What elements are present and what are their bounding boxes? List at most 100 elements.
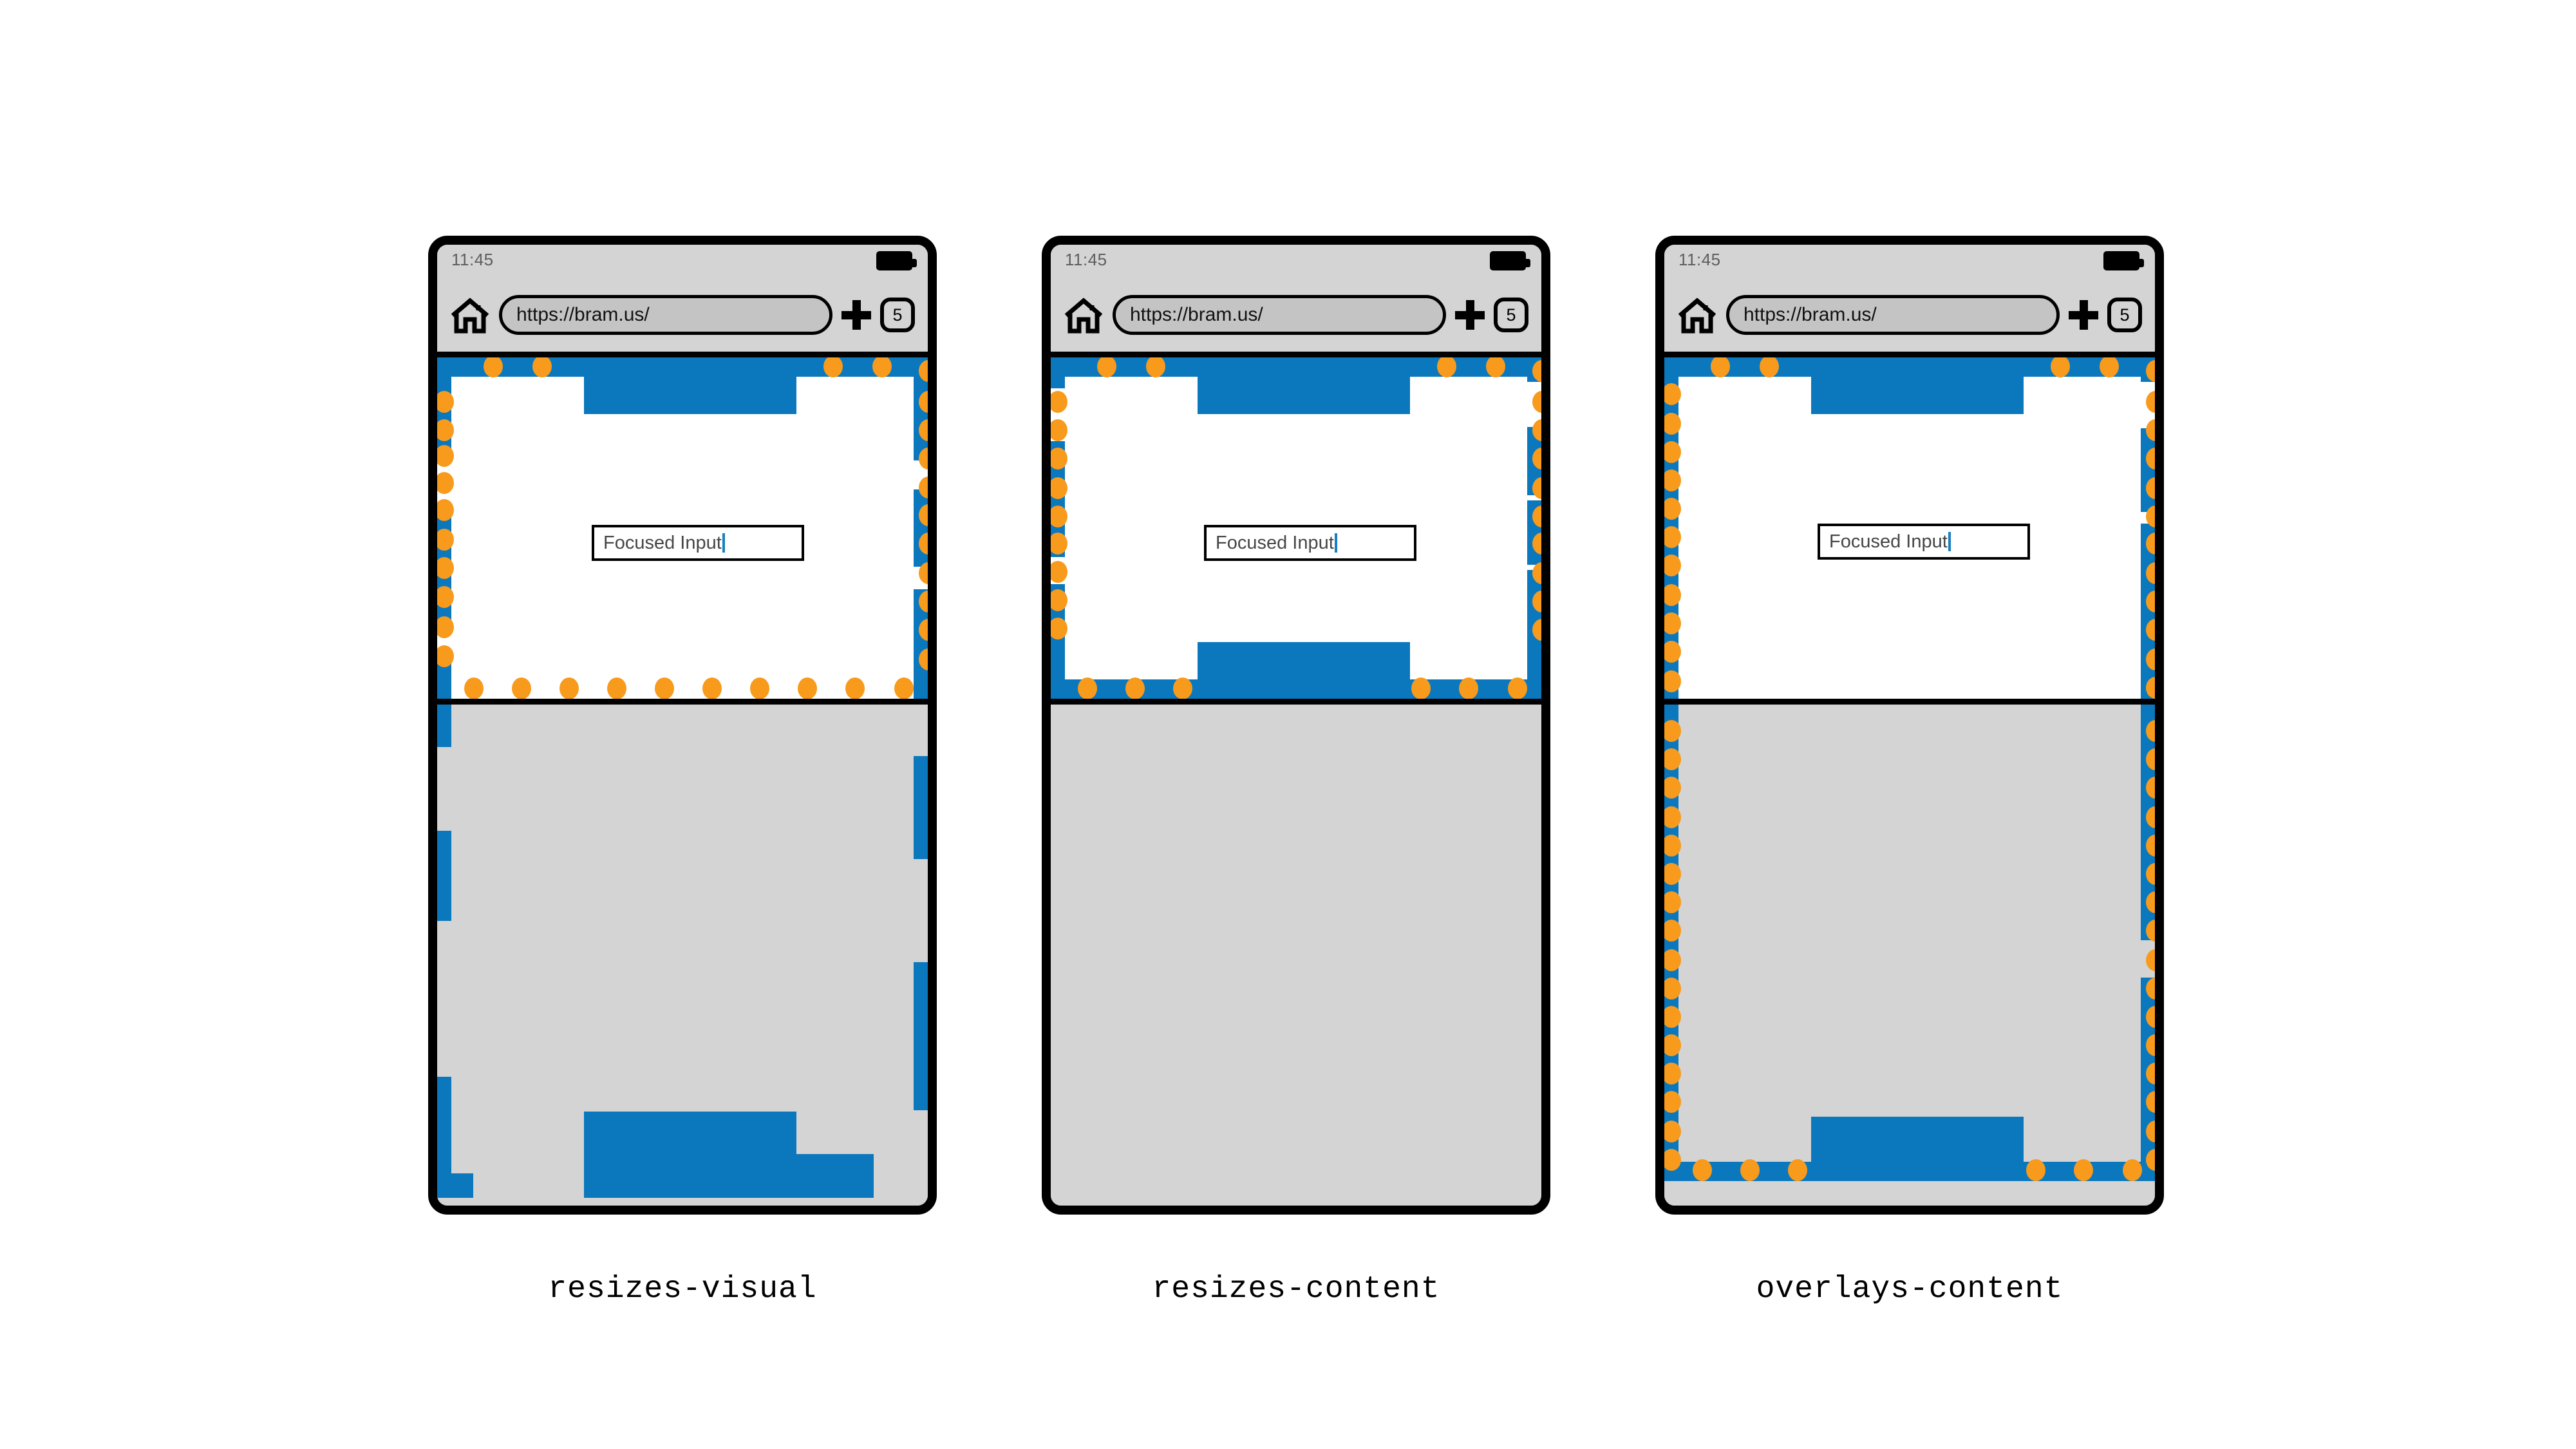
status-bar: 11:45 bbox=[1051, 245, 1541, 278]
page-border-dot bbox=[1664, 1091, 1681, 1113]
page-border-dot bbox=[464, 677, 484, 699]
page-footer-block bbox=[1811, 1117, 2024, 1181]
plus-icon[interactable] bbox=[2069, 300, 2098, 330]
page-border-dot bbox=[1664, 720, 1681, 742]
page-border-dot bbox=[1411, 677, 1431, 699]
page-border-dot bbox=[1760, 357, 1779, 377]
caption-overlays-content: overlays-content bbox=[1756, 1272, 2064, 1307]
page-border-dot bbox=[1078, 677, 1097, 699]
page-border-dot bbox=[1664, 748, 1681, 770]
page-border-dot bbox=[919, 619, 928, 641]
page-border-dot bbox=[919, 419, 928, 441]
url-bar[interactable]: https://bram.us/ bbox=[1726, 295, 2060, 335]
page-border-dot bbox=[919, 533, 928, 554]
page-border-left-under-keyboard bbox=[437, 831, 451, 921]
page-border-dot bbox=[1051, 561, 1067, 583]
page-border-dot bbox=[1051, 589, 1067, 611]
page-border-dot bbox=[919, 391, 928, 413]
page-border-left-under-keyboard bbox=[437, 1173, 473, 1198]
tab-count-button[interactable]: 5 bbox=[1494, 298, 1528, 332]
page-border-dot bbox=[1664, 554, 1681, 576]
browser-chrome: 11:45 https://bram.us/ 5 bbox=[437, 245, 928, 357]
page-border-dot bbox=[1532, 360, 1541, 382]
page-border-dot bbox=[437, 472, 454, 494]
page-border-dot bbox=[1664, 835, 1681, 857]
tab-count-button[interactable]: 5 bbox=[880, 298, 915, 332]
page-border-dot bbox=[1051, 448, 1067, 469]
browser-toolbar: https://bram.us/ 5 bbox=[437, 278, 928, 352]
page-border-dot bbox=[2146, 419, 2155, 441]
virtual-keyboard[interactable] bbox=[1051, 705, 1541, 1206]
home-icon[interactable] bbox=[1064, 296, 1104, 334]
page-border-dot bbox=[1664, 777, 1681, 799]
page-border-dot bbox=[2146, 477, 2155, 499]
url-bar[interactable]: https://bram.us/ bbox=[1113, 295, 1446, 335]
phone-resizes-visual: 11:45 https://bram.us/ 5 bbox=[428, 236, 937, 1215]
page-border-dot bbox=[484, 357, 503, 377]
page-border-dot bbox=[1664, 949, 1681, 971]
page-border-dot bbox=[919, 649, 928, 670]
page-border-dot bbox=[2146, 806, 2155, 828]
page-border-dot bbox=[1125, 677, 1145, 699]
page-border-dot bbox=[702, 677, 722, 699]
plus-icon[interactable] bbox=[841, 300, 871, 330]
page-border-dot bbox=[2146, 949, 2155, 971]
page-header-block bbox=[1198, 357, 1410, 414]
page-header-block bbox=[584, 357, 796, 414]
page-border-dot bbox=[919, 448, 928, 469]
page-border-right bbox=[914, 489, 928, 567]
page-border-dot bbox=[2146, 1006, 2155, 1028]
page-border-dot bbox=[1664, 413, 1681, 435]
page-border-dot bbox=[2146, 677, 2155, 699]
caption-resizes-content: resizes-content bbox=[1152, 1272, 1440, 1307]
virtual-keyboard[interactable] bbox=[1664, 705, 2155, 1206]
page-border-dot bbox=[512, 677, 531, 699]
tab-count-button[interactable]: 5 bbox=[2107, 298, 2142, 332]
focused-input-value: Focused Input bbox=[1216, 532, 1334, 553]
page-border-left bbox=[1051, 441, 1065, 557]
page-border-left-under-keyboard bbox=[437, 1077, 451, 1198]
page-border-dot bbox=[655, 677, 674, 699]
page-border-dot bbox=[1146, 357, 1165, 377]
home-icon[interactable] bbox=[450, 296, 490, 334]
page-border-dot bbox=[1437, 357, 1456, 377]
page-border-dot bbox=[2146, 506, 2155, 527]
status-clock: 11:45 bbox=[1678, 250, 1721, 269]
page-border-dot bbox=[2146, 1121, 2155, 1142]
battery-full-icon bbox=[876, 251, 917, 270]
page-border-dot bbox=[1664, 498, 1681, 520]
plus-icon[interactable] bbox=[1455, 300, 1485, 330]
page-border-dot bbox=[1664, 920, 1681, 942]
page-border-dot bbox=[1459, 677, 1478, 699]
page-border-dot bbox=[1173, 677, 1192, 699]
page-border-left bbox=[1051, 363, 1065, 388]
page-border-dot bbox=[2146, 1034, 2155, 1056]
home-icon[interactable] bbox=[1677, 296, 1717, 334]
page-border-dot bbox=[1532, 391, 1541, 413]
page-border-dot bbox=[1664, 641, 1681, 663]
page-border-dot bbox=[437, 499, 454, 521]
page-border-dot bbox=[1664, 383, 1681, 405]
page-border-dot bbox=[1788, 1159, 1807, 1181]
focused-input[interactable]: Focused Input bbox=[1818, 524, 2030, 560]
page-border-dot bbox=[1664, 469, 1681, 491]
focused-input[interactable]: Focused Input bbox=[592, 525, 804, 561]
page-border-dot bbox=[2123, 1159, 2142, 1181]
url-bar[interactable]: https://bram.us/ bbox=[499, 295, 832, 335]
page-border-dot bbox=[2146, 619, 2155, 641]
page-border-dot bbox=[1051, 533, 1067, 554]
page-border-dot bbox=[1664, 441, 1681, 463]
page-border-top bbox=[437, 357, 451, 363]
page-border-dot bbox=[559, 677, 579, 699]
page-border-dot bbox=[532, 357, 552, 377]
page-footer-block bbox=[1198, 642, 1410, 699]
virtual-keyboard[interactable] bbox=[437, 705, 928, 1206]
page-border-dot bbox=[1664, 1149, 1681, 1171]
page-border-dot bbox=[2146, 448, 2155, 469]
page-border-dot bbox=[1532, 619, 1541, 641]
focused-input[interactable]: Focused Input bbox=[1204, 525, 1416, 561]
page-border-dot bbox=[1486, 357, 1505, 377]
page-border-dot bbox=[1664, 978, 1681, 999]
url-text: https://bram.us/ bbox=[516, 304, 650, 325]
